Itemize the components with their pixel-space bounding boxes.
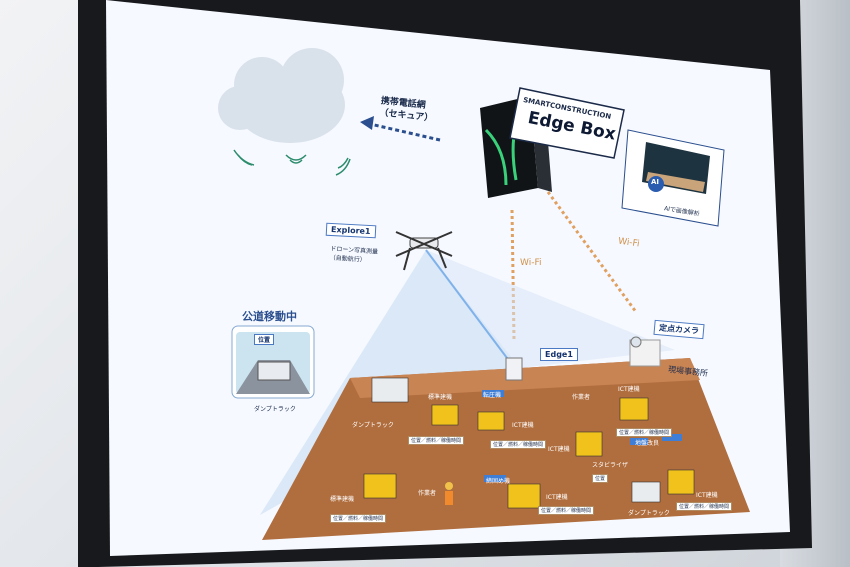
cloud-icon <box>218 48 345 143</box>
site-standard-1: 標準建機 <box>428 394 453 401</box>
site-worker-2: 作業者 <box>572 394 591 401</box>
site-ict-4: ICT建機 <box>512 422 534 429</box>
signal-waves-icon <box>233 149 351 176</box>
position-pill-1: 位置 <box>592 474 609 483</box>
site-worker-1: 作業者 <box>418 490 437 497</box>
drone-icon <box>395 231 453 271</box>
drone-name-tag: Explore1 <box>325 222 376 239</box>
drone-desc: ドローン写真測量 （自動航行） <box>329 245 379 264</box>
machine-ict-5 <box>667 469 695 495</box>
site-ict-3: ICT建機 <box>546 494 568 501</box>
public-road-title: 公道移動中 <box>242 310 297 323</box>
site-compaction: 転圧機 <box>483 392 502 399</box>
edge1-device-icon <box>505 357 523 381</box>
site-ict-2: ICT建機 <box>548 446 570 453</box>
machine-ict-3 <box>507 483 541 509</box>
status-pill-1: 位置／燃料／稼働時間 <box>408 436 465 445</box>
edge1-tag: Edge1 <box>540 348 578 361</box>
status-pill-6: 位置／燃料／稼働時間 <box>676 502 733 511</box>
wifi-line-camera <box>546 191 638 313</box>
machine-dump-right <box>631 481 661 503</box>
status-pill-5: 位置／燃料／稼働時間 <box>616 428 673 437</box>
machine-compaction <box>477 411 505 431</box>
machine-standard-2 <box>363 473 397 499</box>
site-compaction-2: 締固め機 <box>486 478 511 485</box>
status-pill-2: 位置／燃料／稼働時間 <box>490 440 547 449</box>
site-ict-5: ICT建機 <box>696 492 718 499</box>
ai-chip-icon <box>648 176 664 192</box>
site-standard-2: 標準建機 <box>330 496 355 503</box>
machine-dump-left <box>371 377 409 403</box>
ai-badge: AI <box>651 178 660 186</box>
network-arrowhead <box>360 116 374 130</box>
wifi-left-label: Wi-Fi <box>520 258 542 268</box>
status-pill-3: 位置／燃料／稼働時間 <box>330 514 387 523</box>
site-dump-truck-right: ダンプトラック <box>628 510 670 517</box>
network-arrow <box>369 122 441 142</box>
machines <box>363 377 695 509</box>
site-soil-improve: 地盤改良 <box>635 440 660 447</box>
machine-ict-2 <box>575 431 603 457</box>
status-pill-4: 位置／燃料／稼働時間 <box>538 506 595 515</box>
status-tags <box>482 390 682 482</box>
machine-standard-1 <box>431 404 459 426</box>
worker-icon <box>445 482 453 505</box>
site-dump-truck-left: ダンプトラック <box>352 422 394 429</box>
edge-box-card <box>509 87 625 159</box>
position-tag-road: 位置 <box>254 334 275 345</box>
machine-ict-1 <box>619 397 649 421</box>
site-stabilizer: スタビライザ <box>592 462 629 469</box>
dump-truck-road-label: ダンプトラック <box>254 406 296 413</box>
fixed-camera-icon <box>630 336 642 348</box>
site-ict-1: ICT建機 <box>618 386 640 393</box>
